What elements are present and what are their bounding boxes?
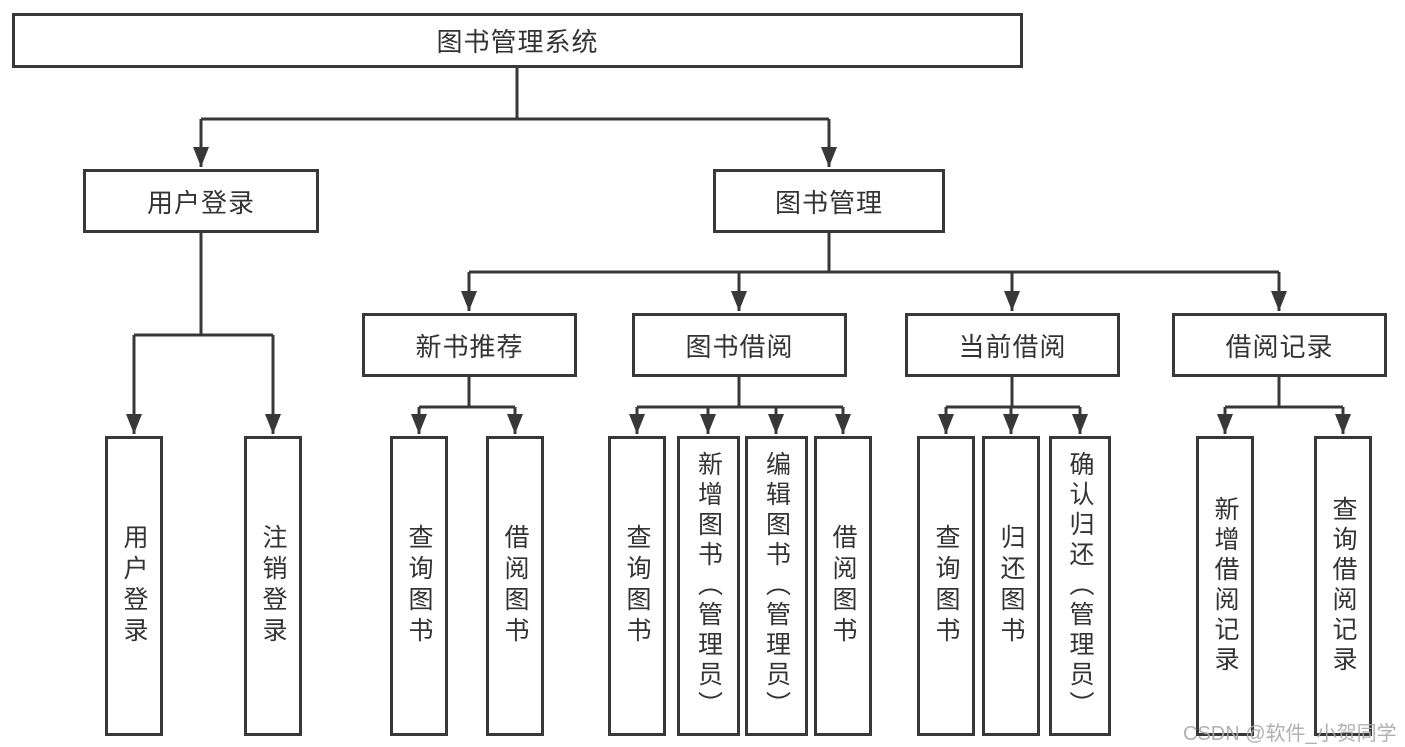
node-root-system: 图书管理系统	[12, 13, 1023, 68]
leaf-borrow-books-1-label: 借阅图书	[501, 524, 529, 648]
leaf-query-books-3-label: 查询图书	[932, 524, 960, 648]
leaf-add-books-admin: 新增图书（管理员）	[677, 436, 740, 736]
node-book-management-label: 图书管理	[774, 187, 883, 218]
leaf-add-borrow-record-label: 新增借阅记录	[1211, 496, 1239, 676]
leaf-logout: 注销登录	[244, 436, 302, 736]
node-user-login-label: 用户登录	[146, 187, 255, 218]
node-borrow-records-label: 借阅记录	[1225, 331, 1334, 362]
leaf-logout-label: 注销登录	[259, 524, 287, 648]
node-borrow-records: 借阅记录	[1172, 313, 1387, 377]
leaf-query-books-2-label: 查询图书	[623, 524, 651, 648]
leaf-confirm-return-admin-label: 确认归还（管理员）	[1066, 451, 1094, 721]
leaf-add-books-admin-label: 新增图书（管理员）	[694, 451, 723, 721]
node-current-borrow: 当前借阅	[905, 313, 1120, 377]
node-book-borrow: 图书借阅	[632, 313, 847, 377]
leaf-query-books-1: 查询图书	[390, 436, 448, 736]
connector-borrow-records-branch	[1217, 377, 1351, 434]
connector-book-borrow-branch	[629, 377, 851, 434]
leaf-user-login-label: 用户登录	[120, 524, 148, 648]
leaf-edit-books-admin: 编辑图书（管理员）	[745, 436, 808, 736]
node-new-book-recommend-label: 新书推荐	[415, 331, 524, 362]
leaf-edit-books-admin-label: 编辑图书（管理员）	[762, 451, 791, 721]
node-user-login: 用户登录	[83, 169, 319, 233]
csdn-watermark: CSDN @软件_小贺同学	[1183, 723, 1397, 745]
node-current-borrow-label: 当前借阅	[958, 331, 1067, 362]
leaf-confirm-return-admin: 确认归还（管理员）	[1049, 436, 1111, 736]
connector-root-to-level2	[193, 68, 837, 167]
leaf-borrow-books-1: 借阅图书	[486, 436, 544, 736]
leaf-query-books-2: 查询图书	[608, 436, 666, 736]
leaf-user-login: 用户登录	[105, 436, 163, 736]
connector-new-books-branch	[411, 377, 523, 434]
leaf-borrow-books-2: 借阅图书	[814, 436, 872, 736]
connector-current-borrow-branch	[938, 377, 1088, 434]
node-root-system-label: 图书管理系统	[436, 27, 599, 57]
leaf-return-books-label: 归还图书	[997, 524, 1025, 648]
leaf-query-borrow-record-label: 查询借阅记录	[1329, 496, 1357, 676]
node-new-book-recommend: 新书推荐	[362, 313, 577, 377]
connector-user-login-branch	[126, 233, 281, 434]
leaf-query-books-1-label: 查询图书	[405, 524, 433, 648]
leaf-add-borrow-record: 新增借阅记录	[1196, 436, 1254, 736]
leaf-return-books: 归还图书	[982, 436, 1040, 736]
connector-book-mgmt-to-level3	[461, 233, 1287, 311]
node-book-borrow-label: 图书借阅	[685, 331, 794, 362]
node-book-management: 图书管理	[713, 169, 945, 233]
leaf-borrow-books-2-label: 借阅图书	[829, 524, 857, 648]
leaf-query-borrow-record: 查询借阅记录	[1314, 436, 1372, 736]
leaf-query-books-3: 查询图书	[917, 436, 975, 736]
